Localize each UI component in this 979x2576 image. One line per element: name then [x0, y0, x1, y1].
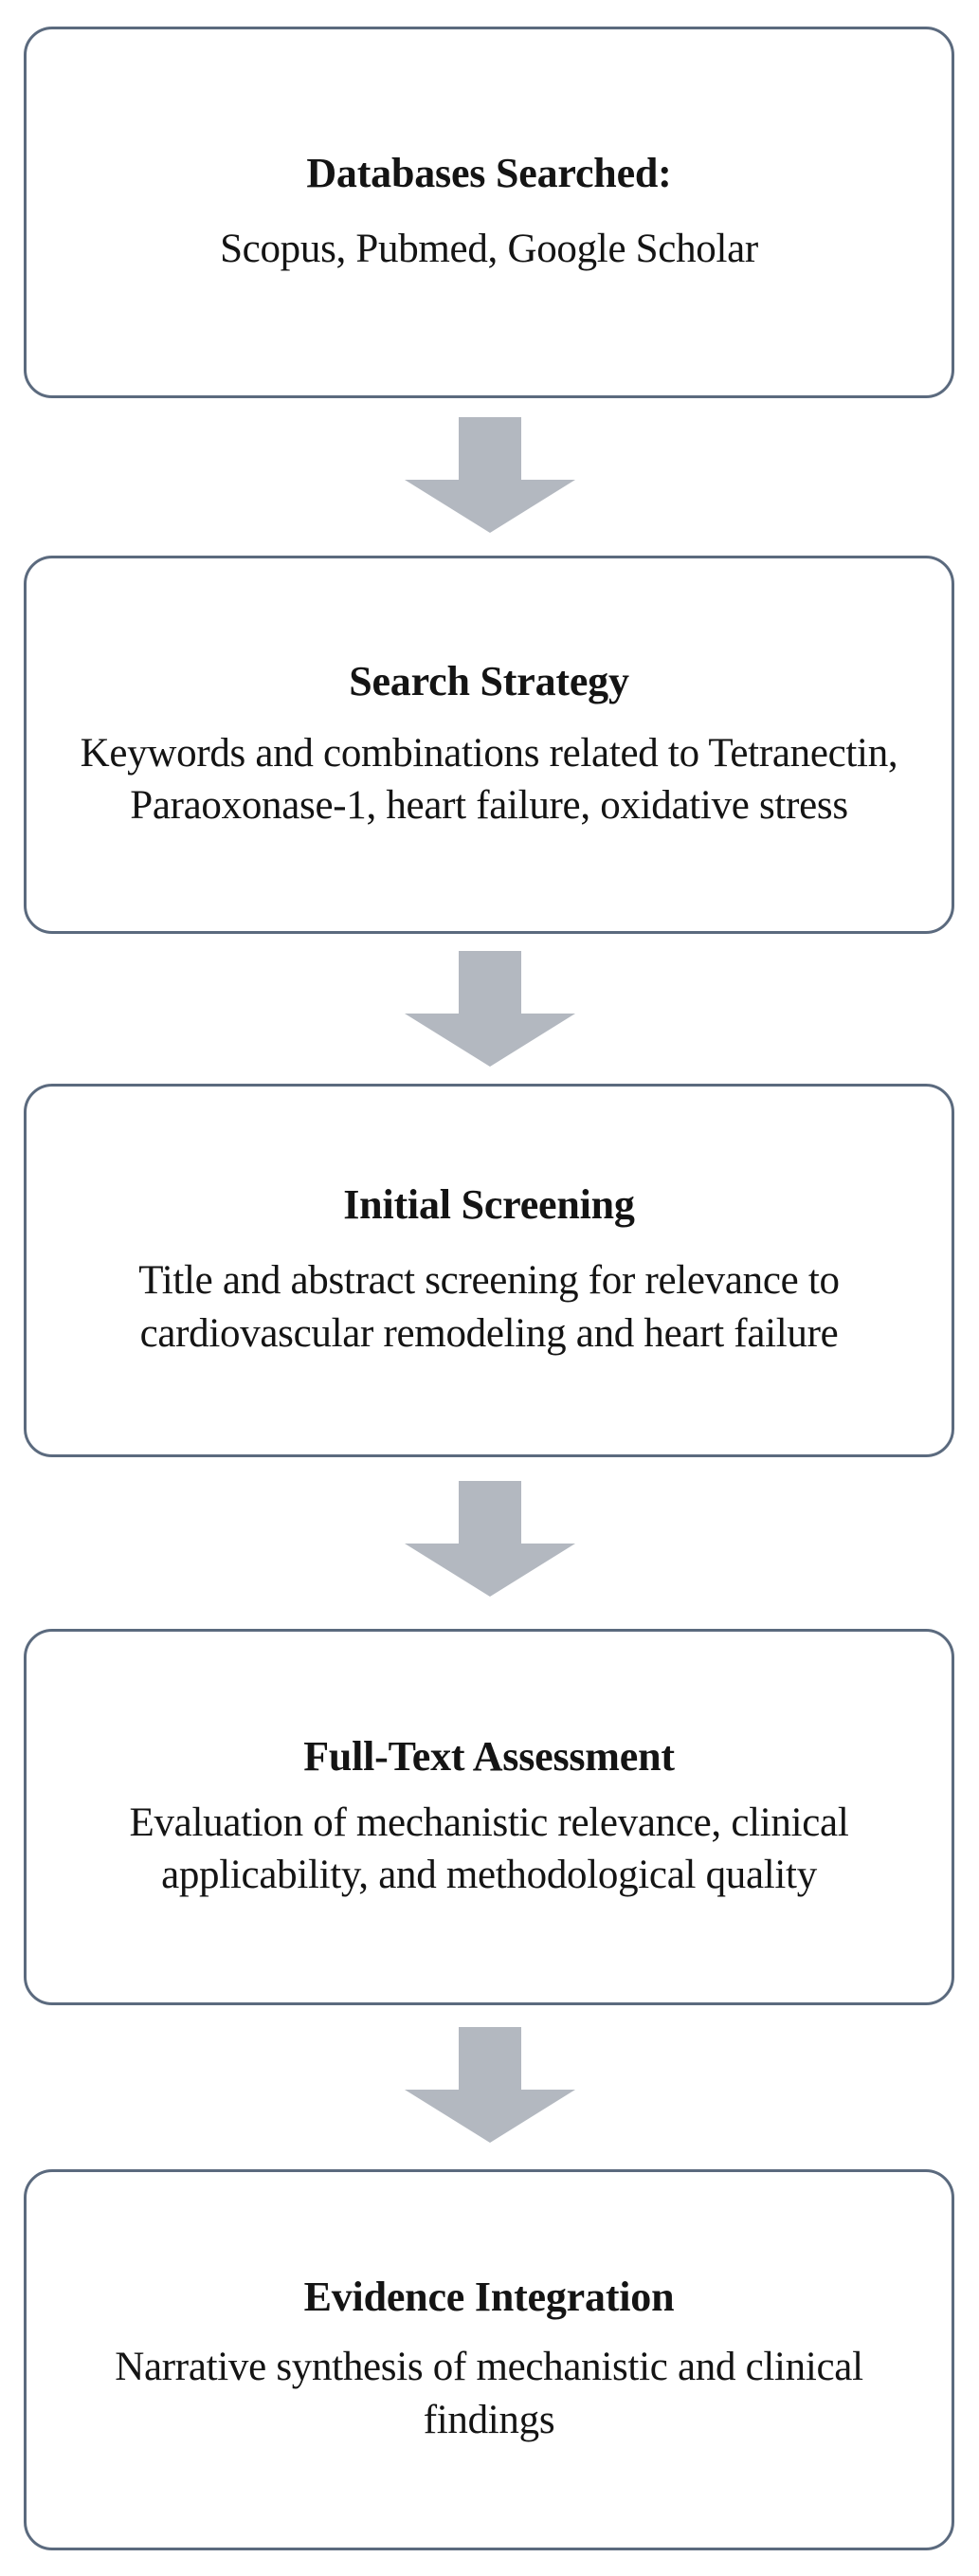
node-body: Narrative synthesis of mechanistic and c…	[115, 2345, 863, 2442]
node-body: Evaluation of mechanistic relevance, cli…	[129, 1800, 849, 1898]
down-arrow-icon	[404, 2027, 575, 2143]
node-body: Title and abstract screening for relevan…	[138, 1258, 840, 1356]
down-arrow-icon	[404, 1481, 575, 1597]
flowchart-node-search-strategy: Search Strategy Keywords and combination…	[24, 556, 954, 934]
node-title: Initial Screening	[343, 1181, 635, 1229]
node-title: Evidence Integration	[303, 2274, 675, 2321]
flowchart-node-full-text-assessment: Full-Text Assessment Evaluation of mecha…	[24, 1629, 954, 2005]
flowchart-node-evidence-integration: Evidence Integration Narrative synthesis…	[24, 2169, 954, 2550]
node-title: Full-Text Assessment	[303, 1732, 675, 1780]
down-arrow-icon	[404, 417, 575, 533]
node-body: Keywords and combinations related to Tet…	[80, 730, 898, 829]
down-arrow-icon	[404, 951, 575, 1067]
node-body: Scopus, Pubmed, Google Scholar	[220, 227, 758, 271]
node-title: Databases Searched:	[306, 150, 672, 197]
flowchart-node-databases-searched: Databases Searched: Scopus, Pubmed, Goog…	[24, 27, 954, 398]
node-title: Search Strategy	[349, 657, 629, 704]
flowchart-node-initial-screening: Initial Screening Title and abstract scr…	[24, 1084, 954, 1457]
